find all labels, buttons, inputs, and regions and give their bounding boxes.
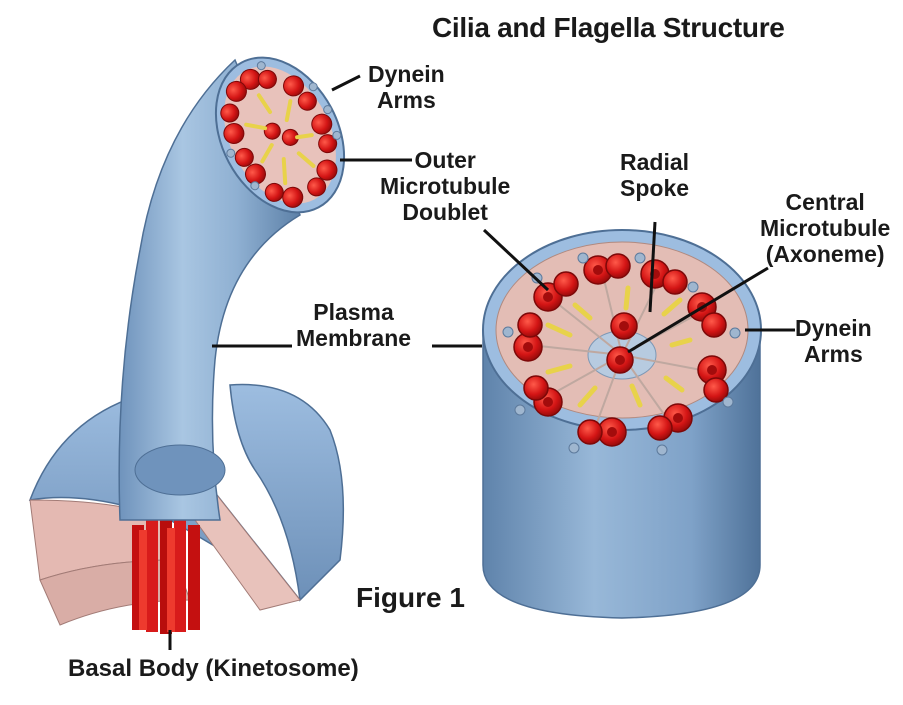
label-outer-line2: Microtubule [380,174,510,200]
label-dynein-right-line1: Dynein [795,316,872,342]
label-plasma-membrane: Plasma Membrane [296,300,411,352]
label-dynein-arms-top: Dynein Arms [368,62,445,114]
label-outer-line3: Doublet [380,200,510,226]
axoneme-cylinder [483,230,761,618]
shaft-base-opening [135,445,225,495]
label-outer-microtubule-doublet: Outer Microtubule Doublet [380,148,510,225]
label-dynein-arms-top-line2: Arms [368,88,445,114]
basal-body-rods [132,518,200,634]
label-radial-line2: Spoke [620,176,689,202]
label-central-line1: Central [760,190,890,216]
label-dynein-arms-top-line1: Dynein [368,62,445,88]
diagram-title: Cilia and Flagella Structure [432,12,785,43]
label-dynein-arms-right: Dynein Arms [795,316,872,368]
label-plasma-line1: Plasma [296,300,411,326]
label-dynein-right-line2: Arms [795,342,872,368]
label-radial-line1: Radial [620,150,689,176]
leader-dynein-top [332,76,360,90]
label-plasma-line2: Membrane [296,326,411,352]
label-radial-spoke: Radial Spoke [620,150,689,202]
label-central-microtubule: Central Microtubule (Axoneme) [760,190,890,267]
label-outer-line1: Outer [380,148,510,174]
figure-caption: Figure 1 [356,582,465,613]
label-basal-body: Basal Body (Kinetosome) [68,656,359,683]
label-central-line2: Microtubule [760,216,890,242]
label-central-line3: (Axoneme) [760,242,890,268]
